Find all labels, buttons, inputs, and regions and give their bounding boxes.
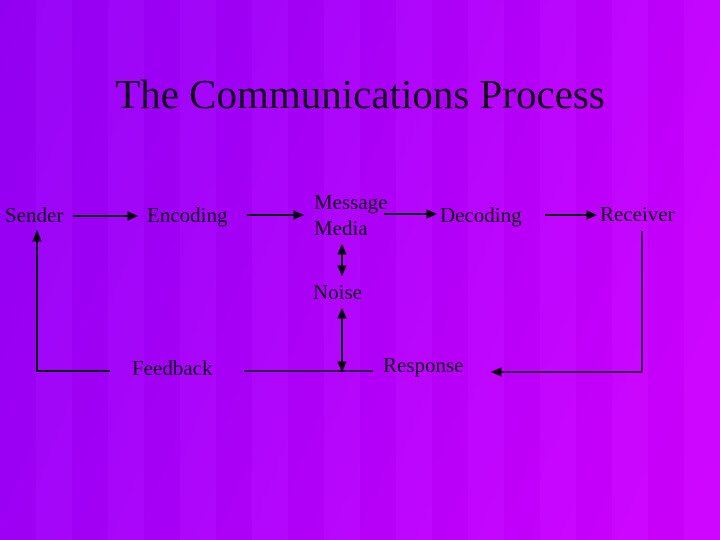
slide-title: The Communications Process (115, 71, 605, 117)
node-message-line: Message (314, 190, 388, 214)
node-encoding: Encoding (147, 203, 228, 227)
arrow-sender-to-encoding-icon (73, 211, 139, 221)
arrow-encoding-to-message-icon (247, 210, 305, 220)
node-sender: Sender (5, 203, 64, 227)
arrow-feedback-to-sender-icon (32, 229, 110, 372)
node-message-media: Message Media (314, 189, 387, 241)
arrow-media-noise-double-icon (337, 243, 347, 277)
node-media-line: Media (314, 216, 368, 240)
node-response: Response (383, 353, 464, 377)
node-noise: Noise (313, 280, 362, 304)
arrow-noise-feedback-double-icon (337, 307, 347, 373)
node-feedback: Feedback (132, 356, 213, 380)
node-decoding: Decoding (440, 203, 522, 227)
node-receiver: Receiver (600, 202, 675, 226)
arrow-decoding-to-receiver-icon (545, 210, 598, 220)
arrow-receiver-to-response-icon (490, 231, 643, 377)
arrow-message-to-decoding-icon (384, 209, 438, 219)
